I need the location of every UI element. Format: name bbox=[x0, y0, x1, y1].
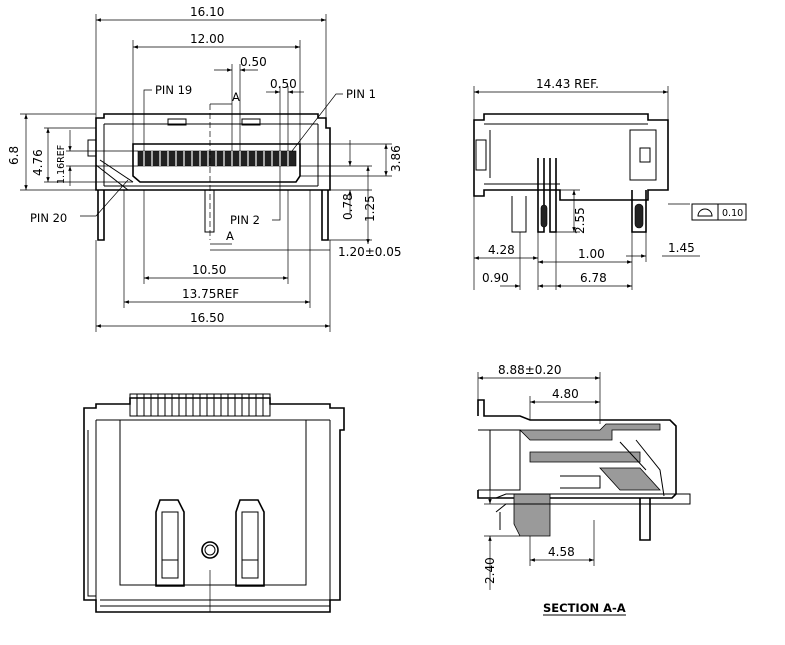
center-tab bbox=[204, 190, 215, 233]
side-leg bbox=[631, 190, 647, 233]
dim-1-45: 1.45 bbox=[668, 241, 695, 255]
top-view-shell bbox=[103, 123, 319, 187]
section-contacts bbox=[560, 439, 665, 497]
side-pin-2 bbox=[549, 158, 557, 233]
section-leg bbox=[639, 498, 651, 541]
side-view: 14.43 REF. 2.55 0.10 4.28 1.00 1.45 0.90 bbox=[473, 77, 747, 290]
dim-1-00: 1.00 bbox=[578, 247, 605, 261]
label-pin-2: PIN 2 bbox=[230, 213, 260, 227]
side-leg-slot bbox=[634, 203, 644, 229]
dim-4-58: 4.58 bbox=[548, 545, 575, 559]
center-hole bbox=[201, 541, 219, 559]
spring-tab-right-inner bbox=[241, 511, 259, 579]
dim-3-86: 3.86 bbox=[389, 145, 403, 172]
dim-10-50: 10.50 bbox=[192, 263, 226, 277]
dim-6-8: 6.8 bbox=[7, 146, 21, 165]
dim-0-50-a: 0.50 bbox=[240, 55, 267, 69]
dim-6-78: 6.78 bbox=[580, 271, 607, 285]
section-a-a: 8.88±0.20 4.80 2.40 4.58 SECTION A-A bbox=[477, 363, 691, 616]
label-pin-1: PIN 1 bbox=[346, 87, 376, 101]
section-base bbox=[495, 493, 691, 513]
dim-4-76: 4.76 bbox=[31, 149, 45, 176]
dim-14-43-ref: 14.43 REF. bbox=[536, 77, 599, 91]
section-upper-shell bbox=[519, 423, 661, 441]
label-pin-20: PIN 20 bbox=[30, 211, 67, 225]
section-contact-plate bbox=[529, 451, 641, 463]
right-leg bbox=[321, 190, 329, 241]
spring-tab-left bbox=[155, 499, 185, 587]
section-pin-body bbox=[513, 493, 551, 537]
dim-4-80: 4.80 bbox=[552, 387, 579, 401]
left-leg bbox=[97, 190, 105, 241]
section-title: SECTION A-A bbox=[543, 601, 626, 615]
dim-1-16ref: 1.16REF bbox=[56, 145, 67, 184]
front-bottom-strip bbox=[100, 599, 330, 607]
dim-16-50: 16.50 bbox=[190, 311, 224, 325]
side-pin-slot-1 bbox=[540, 204, 548, 228]
spring-tab-left-inner bbox=[161, 511, 179, 579]
dim-0-78: 0.78 bbox=[341, 193, 355, 220]
dim-0-90: 0.90 bbox=[482, 271, 509, 285]
label-pin-19: PIN 19 bbox=[155, 83, 192, 97]
top-tab-left bbox=[167, 118, 187, 126]
section-lower-plate bbox=[599, 467, 661, 491]
side-block bbox=[629, 129, 657, 181]
dim-1-20: 1.20±0.05 bbox=[338, 245, 402, 259]
side-view-body bbox=[473, 113, 669, 201]
flatness-callout: 0.10 bbox=[691, 203, 747, 221]
side-window bbox=[639, 147, 651, 163]
section-a-top: A bbox=[232, 90, 240, 104]
dim-12-00: 12.00 bbox=[190, 32, 224, 46]
front-view-body bbox=[83, 397, 345, 613]
side-pin-1 bbox=[537, 158, 545, 233]
flatness-value: 0.10 bbox=[722, 208, 743, 219]
contact-pins bbox=[143, 151, 289, 166]
front-view bbox=[83, 393, 345, 613]
front-view-frame bbox=[87, 419, 341, 600]
dim-0-50-b: 0.50 bbox=[270, 77, 297, 91]
section-a-bottom: A bbox=[226, 229, 234, 243]
dim-16-10: 16.10 bbox=[190, 5, 224, 19]
section-inner-left bbox=[478, 429, 521, 491]
top-tab-right bbox=[241, 118, 261, 126]
side-view-inner bbox=[484, 123, 648, 185]
side-bump bbox=[87, 139, 97, 157]
side-latch bbox=[475, 139, 487, 171]
dim-2-55: 2.55 bbox=[573, 207, 587, 234]
dim-1-25: 1.25 bbox=[363, 195, 377, 222]
front-pin-comb bbox=[129, 393, 271, 417]
dim-2-40: 2.40 bbox=[483, 557, 497, 584]
dim-8-88: 8.88±0.20 bbox=[498, 363, 562, 377]
top-view-body bbox=[95, 113, 331, 191]
top-view: 16.10 12.00 0.50 0.50 PIN 19 PIN 1 A PIN… bbox=[7, 5, 403, 332]
spring-tab-right bbox=[235, 499, 265, 587]
dim-13-75ref: 13.75REF bbox=[182, 287, 239, 301]
dim-4-28: 4.28 bbox=[488, 243, 515, 257]
side-small-leg bbox=[511, 196, 527, 233]
